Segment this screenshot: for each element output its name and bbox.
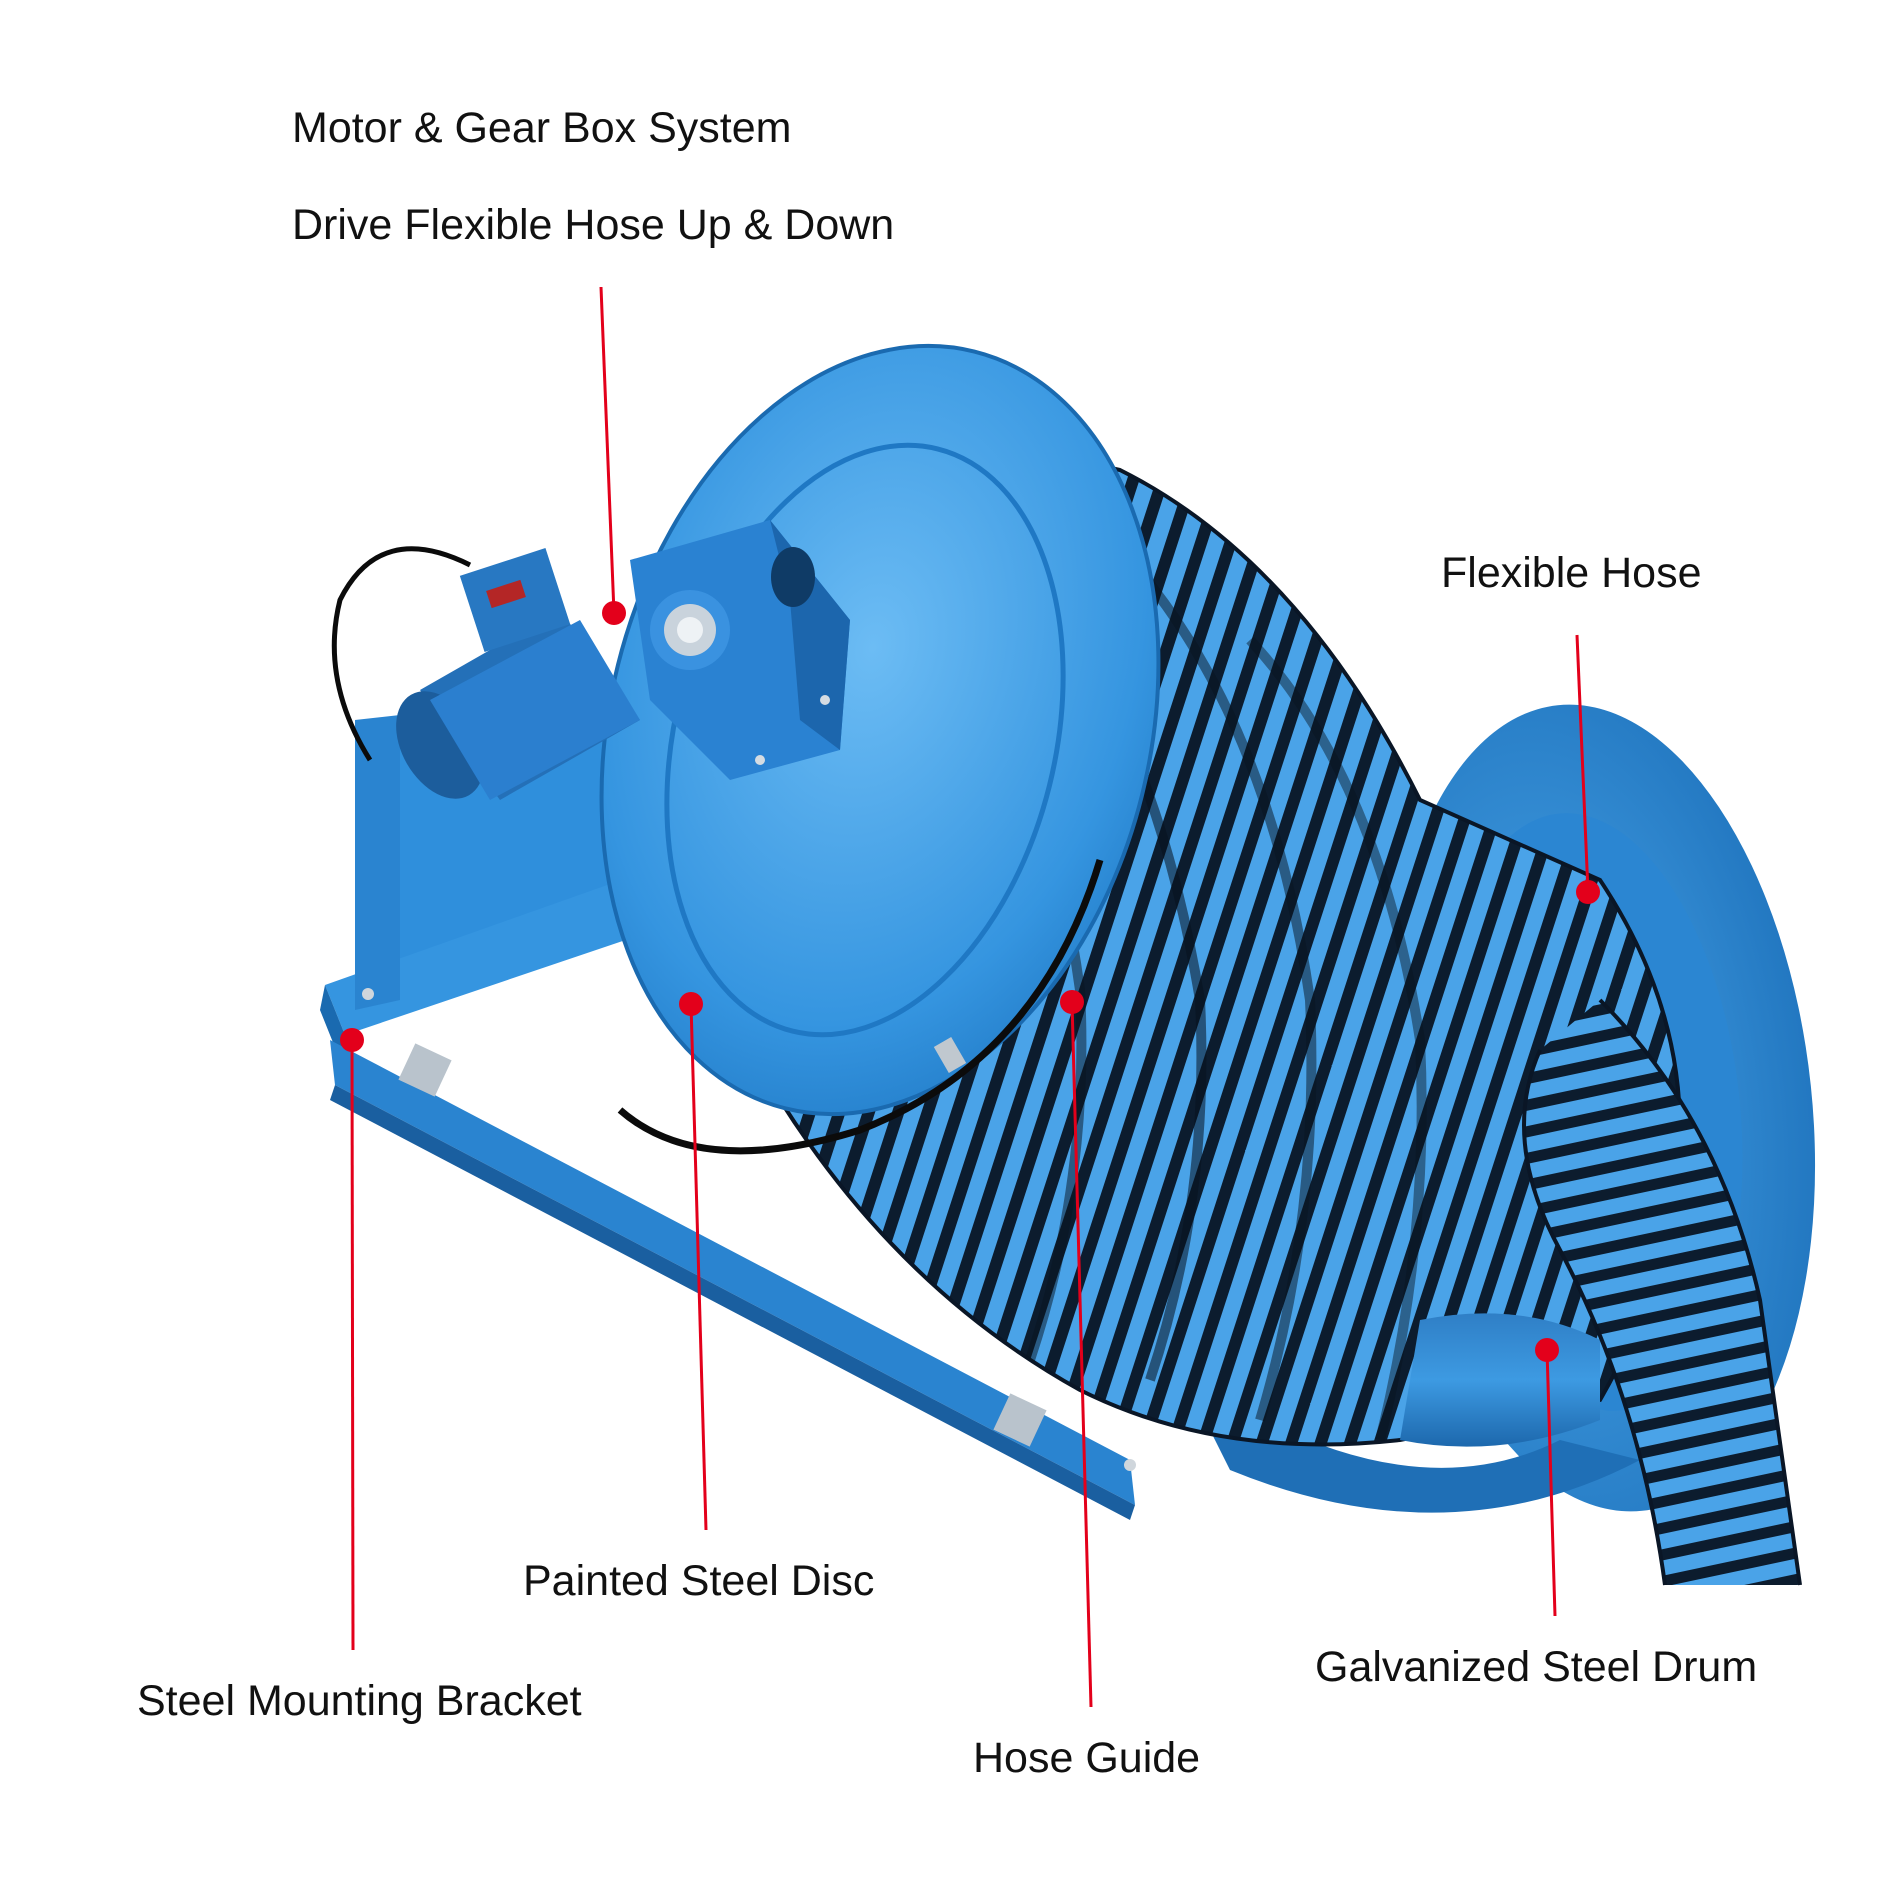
- label-galvanized-steel-drum: Galvanized Steel Drum: [1315, 1643, 1758, 1691]
- label-motor-gearbox-line1: Motor & Gear Box System: [292, 104, 792, 152]
- leader-painted-disc: [689, 1003, 708, 1531]
- label-motor-gearbox-line2: Drive Flexible Hose Up & Down: [292, 201, 895, 249]
- motor-gearbox: [331, 520, 850, 800]
- label-flexible-hose: Flexible Hose: [1441, 549, 1702, 597]
- dot-hose-guide: [1060, 990, 1084, 1014]
- leader-bracket: [350, 1039, 355, 1651]
- leader-hose-guide: [1070, 1001, 1093, 1708]
- dot-flexible-hose: [1576, 880, 1600, 904]
- dot-drum: [1535, 1338, 1559, 1362]
- leader-flexible-hose: [1575, 634, 1590, 893]
- label-steel-mounting-bracket: Steel Mounting Bracket: [137, 1677, 582, 1725]
- dot-motor: [602, 601, 626, 625]
- leader-drum: [1545, 1349, 1557, 1617]
- hose-tail: [1522, 998, 1802, 1586]
- dot-painted-disc: [679, 992, 703, 1016]
- leader-lines: [350, 286, 1590, 1708]
- leader-dots: [340, 601, 1600, 1362]
- label-painted-steel-disc: Painted Steel Disc: [523, 1557, 875, 1605]
- dot-bracket: [340, 1028, 364, 1052]
- label-hose-guide: Hose Guide: [973, 1734, 1201, 1782]
- hose-guide-rail: [617, 858, 1104, 1155]
- leader-motor: [599, 286, 616, 614]
